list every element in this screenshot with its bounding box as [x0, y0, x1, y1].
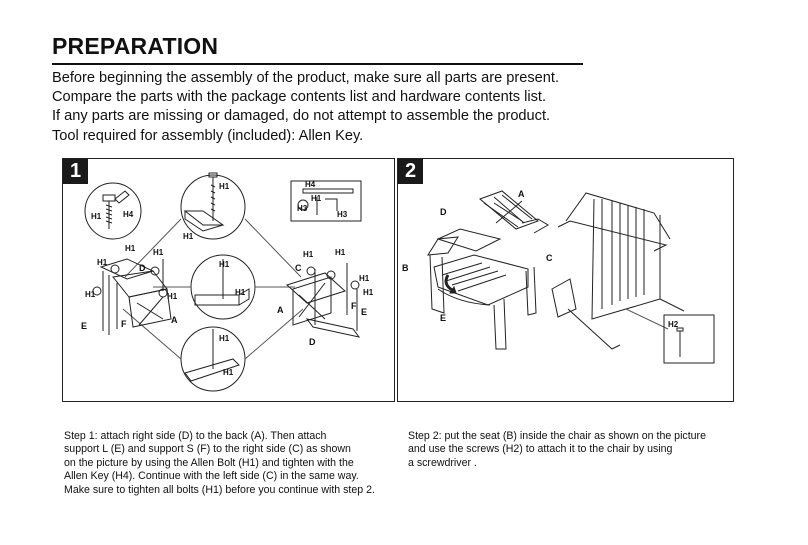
label-h4: H4 — [305, 180, 316, 189]
label-h1: H1 — [91, 212, 102, 221]
label-h1: H1 — [183, 232, 194, 241]
page-title: PREPARATION — [52, 33, 219, 59]
caption-line: and use the screws (H2) to attach it to … — [408, 443, 673, 456]
label-h1: H1 — [363, 288, 374, 297]
screw-icon — [208, 172, 218, 221]
step2-caption: Step 2: put the seat (B) inside the chai… — [408, 430, 706, 470]
label-h2: H2 — [668, 320, 679, 329]
label-c: C — [546, 253, 553, 263]
caption-line: a screwdriver . — [408, 456, 477, 469]
intro-line: If any parts are missing or damaged, do … — [52, 108, 551, 125]
intro-line: Before beginning the assembly of the pro… — [52, 70, 560, 86]
label-h1: H1 — [167, 292, 178, 301]
label-e: E — [361, 307, 367, 317]
label-h1: H1 — [219, 182, 230, 191]
label-h1: H1 — [359, 274, 370, 283]
intro-text: Before beginning the assembly of the pro… — [52, 69, 652, 146]
label-h1: H1 — [219, 334, 230, 343]
screw-detail-inset — [663, 314, 715, 364]
allen-bolt-icon — [102, 194, 116, 229]
label-d: D — [139, 263, 146, 273]
label-h1: H1 — [311, 194, 322, 203]
step1-caption: Step 1: attach right side (D) to the bac… — [64, 430, 375, 497]
label-a: A — [518, 189, 525, 199]
label-h3: H3 — [297, 204, 308, 213]
caption-line: support L (E) and support S (F) to the r… — [64, 443, 351, 456]
intro-line: Tool required for assembly (included): A… — [52, 127, 364, 144]
chair-frame-right — [286, 263, 361, 338]
label-a: A — [277, 305, 284, 315]
caption-line: Step 2: put the seat (B) inside the chai… — [408, 430, 706, 442]
label-h1: H1 — [153, 248, 164, 257]
title-underline — [52, 63, 583, 65]
step1-diagram: H1 H4 H1 H1 H1 H1 H1 H1 H1 H1 H1 H1 H1 H… — [81, 172, 374, 392]
chair-front-view — [427, 190, 549, 350]
label-h4: H4 — [123, 210, 134, 219]
label-a: A — [171, 315, 178, 325]
label-d: D — [440, 207, 447, 217]
label-b: B — [402, 263, 409, 273]
chair-frame-left — [92, 258, 172, 335]
label-h1: H1 — [85, 290, 96, 299]
chair-rear-view — [551, 192, 685, 350]
label-h1: H1 — [97, 258, 108, 267]
label-h1: H1 — [125, 244, 136, 253]
label-f: F — [351, 301, 357, 311]
label-d: D — [309, 337, 316, 347]
label-h1: H1 — [223, 368, 234, 377]
caption-line: on the picture by using the Allen Bolt (… — [64, 456, 354, 469]
step2-panel: 2 — [397, 158, 734, 402]
label-h1: H1 — [303, 250, 314, 259]
bolt-detail-circle — [84, 182, 142, 240]
intro-line: Compare the parts with the package conte… — [52, 89, 547, 106]
hardware-inset — [290, 180, 362, 222]
label-c: C — [295, 263, 302, 273]
detail-circle-top — [180, 174, 246, 240]
label-h1: H1 — [335, 248, 346, 257]
caption-line: Step 1: attach right side (D) to the bac… — [64, 430, 327, 442]
label-e: E — [440, 313, 446, 323]
caption-line: Allen Key (H4). Continue with the left s… — [64, 470, 359, 483]
allen-key-icon — [114, 190, 130, 204]
step1-panel: 1 — [62, 158, 395, 402]
step2-diagram: H2 A D B C E — [402, 189, 715, 364]
label-f: F — [121, 319, 127, 329]
label-h1: H1 — [235, 288, 246, 297]
label-h3: H3 — [337, 210, 348, 219]
step1-number-badge: 1 — [63, 159, 88, 184]
caption-line: Make sure to tighten all bolts (H1) befo… — [64, 483, 375, 496]
screw-icon — [676, 327, 684, 357]
step2-number-badge: 2 — [398, 159, 423, 184]
rotation-arrow-icon — [444, 274, 457, 294]
label-h1: H1 — [219, 260, 230, 269]
label-e: E — [81, 321, 87, 331]
